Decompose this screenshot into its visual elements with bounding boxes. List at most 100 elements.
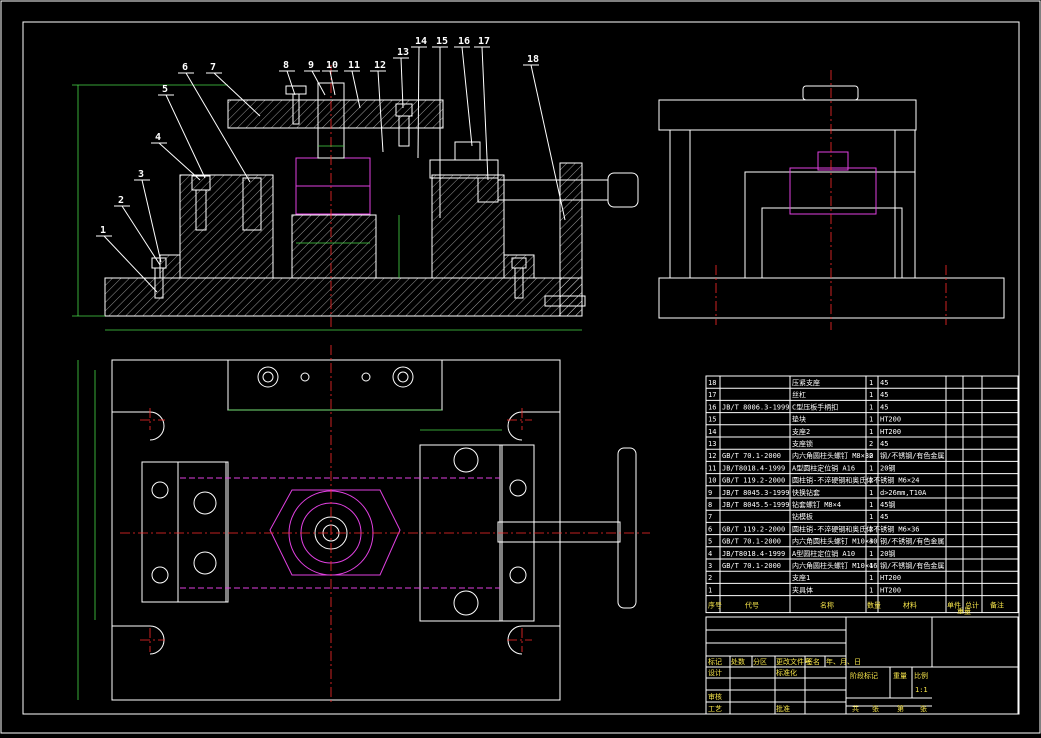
balloon-6: 6 <box>182 62 188 73</box>
parts-cell-material: HT200 <box>880 574 901 582</box>
tb-standardization: 标准化 <box>776 668 797 677</box>
dowel-pin <box>242 177 262 231</box>
parts-cell-name: A型圆柱定位销 A16 <box>792 463 855 472</box>
parts-cell-qty: 1 <box>869 550 873 558</box>
parts-cell-no: 6 <box>708 525 712 533</box>
inner-border <box>22 21 1020 715</box>
tb-sheets-total: 共 <box>852 704 859 713</box>
clamp-support <box>559 162 583 317</box>
tb-stage-mark: 阶段标记 <box>850 671 878 680</box>
leader-line <box>461 46 473 147</box>
leader-line <box>185 72 251 183</box>
leader-line <box>329 70 336 96</box>
leader-line <box>165 94 206 179</box>
parts-cell-no: 15 <box>708 416 716 424</box>
parts-cell-name: 夹具体 <box>792 585 813 594</box>
parts-cell-qty: 1 <box>869 403 873 411</box>
leader-line <box>417 46 420 159</box>
parts-cell-qty: 1 <box>869 501 873 509</box>
balloon-17: 17 <box>478 36 490 47</box>
leader-line <box>213 72 261 117</box>
tb-change-doc: 更改文件号 <box>776 657 811 666</box>
lead-screw <box>497 179 609 201</box>
leader-line <box>481 46 489 181</box>
parts-cell-no: 5 <box>708 538 712 546</box>
parts-cell-no: 17 <box>708 391 716 399</box>
parts-cell-no: 16 <box>708 403 716 411</box>
parts-cell-code: JB/T 8045.3-1999 <box>722 489 789 497</box>
tb-review: 审核 <box>708 692 722 701</box>
balloon-11: 11 <box>348 60 360 71</box>
parts-cell-no: 13 <box>708 440 716 448</box>
side-view <box>658 70 1005 330</box>
balloon-12: 12 <box>374 60 386 71</box>
parts-cell-no: 4 <box>708 550 712 558</box>
parts-cell-name: 内六角圆柱头螺钉 M8×30 <box>792 451 873 460</box>
tb-approve: 批准 <box>776 704 790 713</box>
bushing-screw <box>285 85 307 95</box>
balloon-10: 10 <box>326 60 338 71</box>
tb-mark: 标记 <box>708 657 722 666</box>
parts-cell-material: 20钢 <box>880 549 895 558</box>
parts-cell-name: 钻套螺钉 M8×4 <box>792 500 841 509</box>
parts-cell-code: JB/T 8006.3-1999 <box>722 403 789 411</box>
title-block: 标记 处数 分区 更改文件号 签名 年、月、日 设计 标准化 审核 工艺 批准 … <box>705 616 1019 715</box>
parts-cell-material: HT200 <box>880 428 901 436</box>
parts-cell-material: 钢/不锈钢/有色金属 <box>880 537 944 546</box>
leader-line <box>103 235 158 293</box>
leader-line <box>377 70 384 153</box>
tb-weight: 重量 <box>893 672 907 680</box>
parts-cell-code: GB/T 119.2-2000 <box>722 477 785 485</box>
parts-cell-no: 2 <box>708 574 712 582</box>
parts-cell-qty: 1 <box>869 391 873 399</box>
balloon-3: 3 <box>138 169 144 180</box>
parts-cell-qty: 1 <box>869 464 873 472</box>
parts-cell-name: 支座锁 <box>792 439 813 448</box>
tb-sheet-word: 张 <box>920 704 927 713</box>
parts-cell-no: 12 <box>708 452 716 460</box>
tb-count: 处数 <box>731 657 745 666</box>
balloon-8: 8 <box>283 60 289 71</box>
parts-cell-name: 圆柱销-不淬硬钢和奥氏体不锈钢 M6×24 <box>792 476 920 485</box>
parts-cell-qty: 2 <box>869 452 873 460</box>
front-section-view <box>72 65 639 331</box>
parts-cell-no: 18 <box>708 379 716 387</box>
parts-cell-material: 45钢 <box>880 500 895 509</box>
parts-cell-no: 14 <box>708 428 716 436</box>
parts-cell-qty: 2 <box>869 440 873 448</box>
workpiece-top <box>269 489 401 576</box>
parts-header-name: 名称 <box>820 601 834 610</box>
parts-cell-material: 45 <box>880 440 888 448</box>
balloon-1: 1 <box>100 225 106 236</box>
parts-cell-name: 快换钻套 <box>792 488 820 497</box>
side-workpiece <box>789 167 877 215</box>
leader-line <box>286 70 296 96</box>
tb-date: 年、月、日 <box>826 657 861 666</box>
parts-cell-qty: 4 <box>869 562 873 570</box>
parts-header-qty: 数量 <box>867 601 881 610</box>
parts-cell-code: JB/T8018.4-1999 <box>722 464 785 472</box>
parts-cell-material: 钢/不锈钢/有色金属 <box>880 451 944 460</box>
parts-cell-no: 1 <box>708 586 712 594</box>
balloon-5: 5 <box>162 84 168 95</box>
tb-zone: 分区 <box>753 657 767 666</box>
parts-cell-material: HT200 <box>880 586 901 594</box>
parts-cell-name: C型压板手柄扣 <box>792 402 838 411</box>
parts-cell-name: 支座1 <box>792 573 810 582</box>
foot-left <box>159 254 181 279</box>
tb-design: 设计 <box>708 668 722 677</box>
parts-cell-qty: 1 <box>869 428 873 436</box>
parts-header-unit_weight: 单件 <box>947 601 961 610</box>
base-plate <box>104 277 583 317</box>
top-view <box>77 345 650 705</box>
parts-cell-name: 圆柱销-不淬硬钢和奥氏体不锈钢 M6×36 <box>792 524 920 533</box>
center-block <box>291 214 377 279</box>
screw-top <box>497 521 621 543</box>
parts-cell-qty: 1 <box>869 379 873 387</box>
parts-header-total_weight: 总计 <box>965 601 979 610</box>
parts-cell-no: 10 <box>708 477 716 485</box>
parts-header-material: 材料 <box>903 601 917 610</box>
